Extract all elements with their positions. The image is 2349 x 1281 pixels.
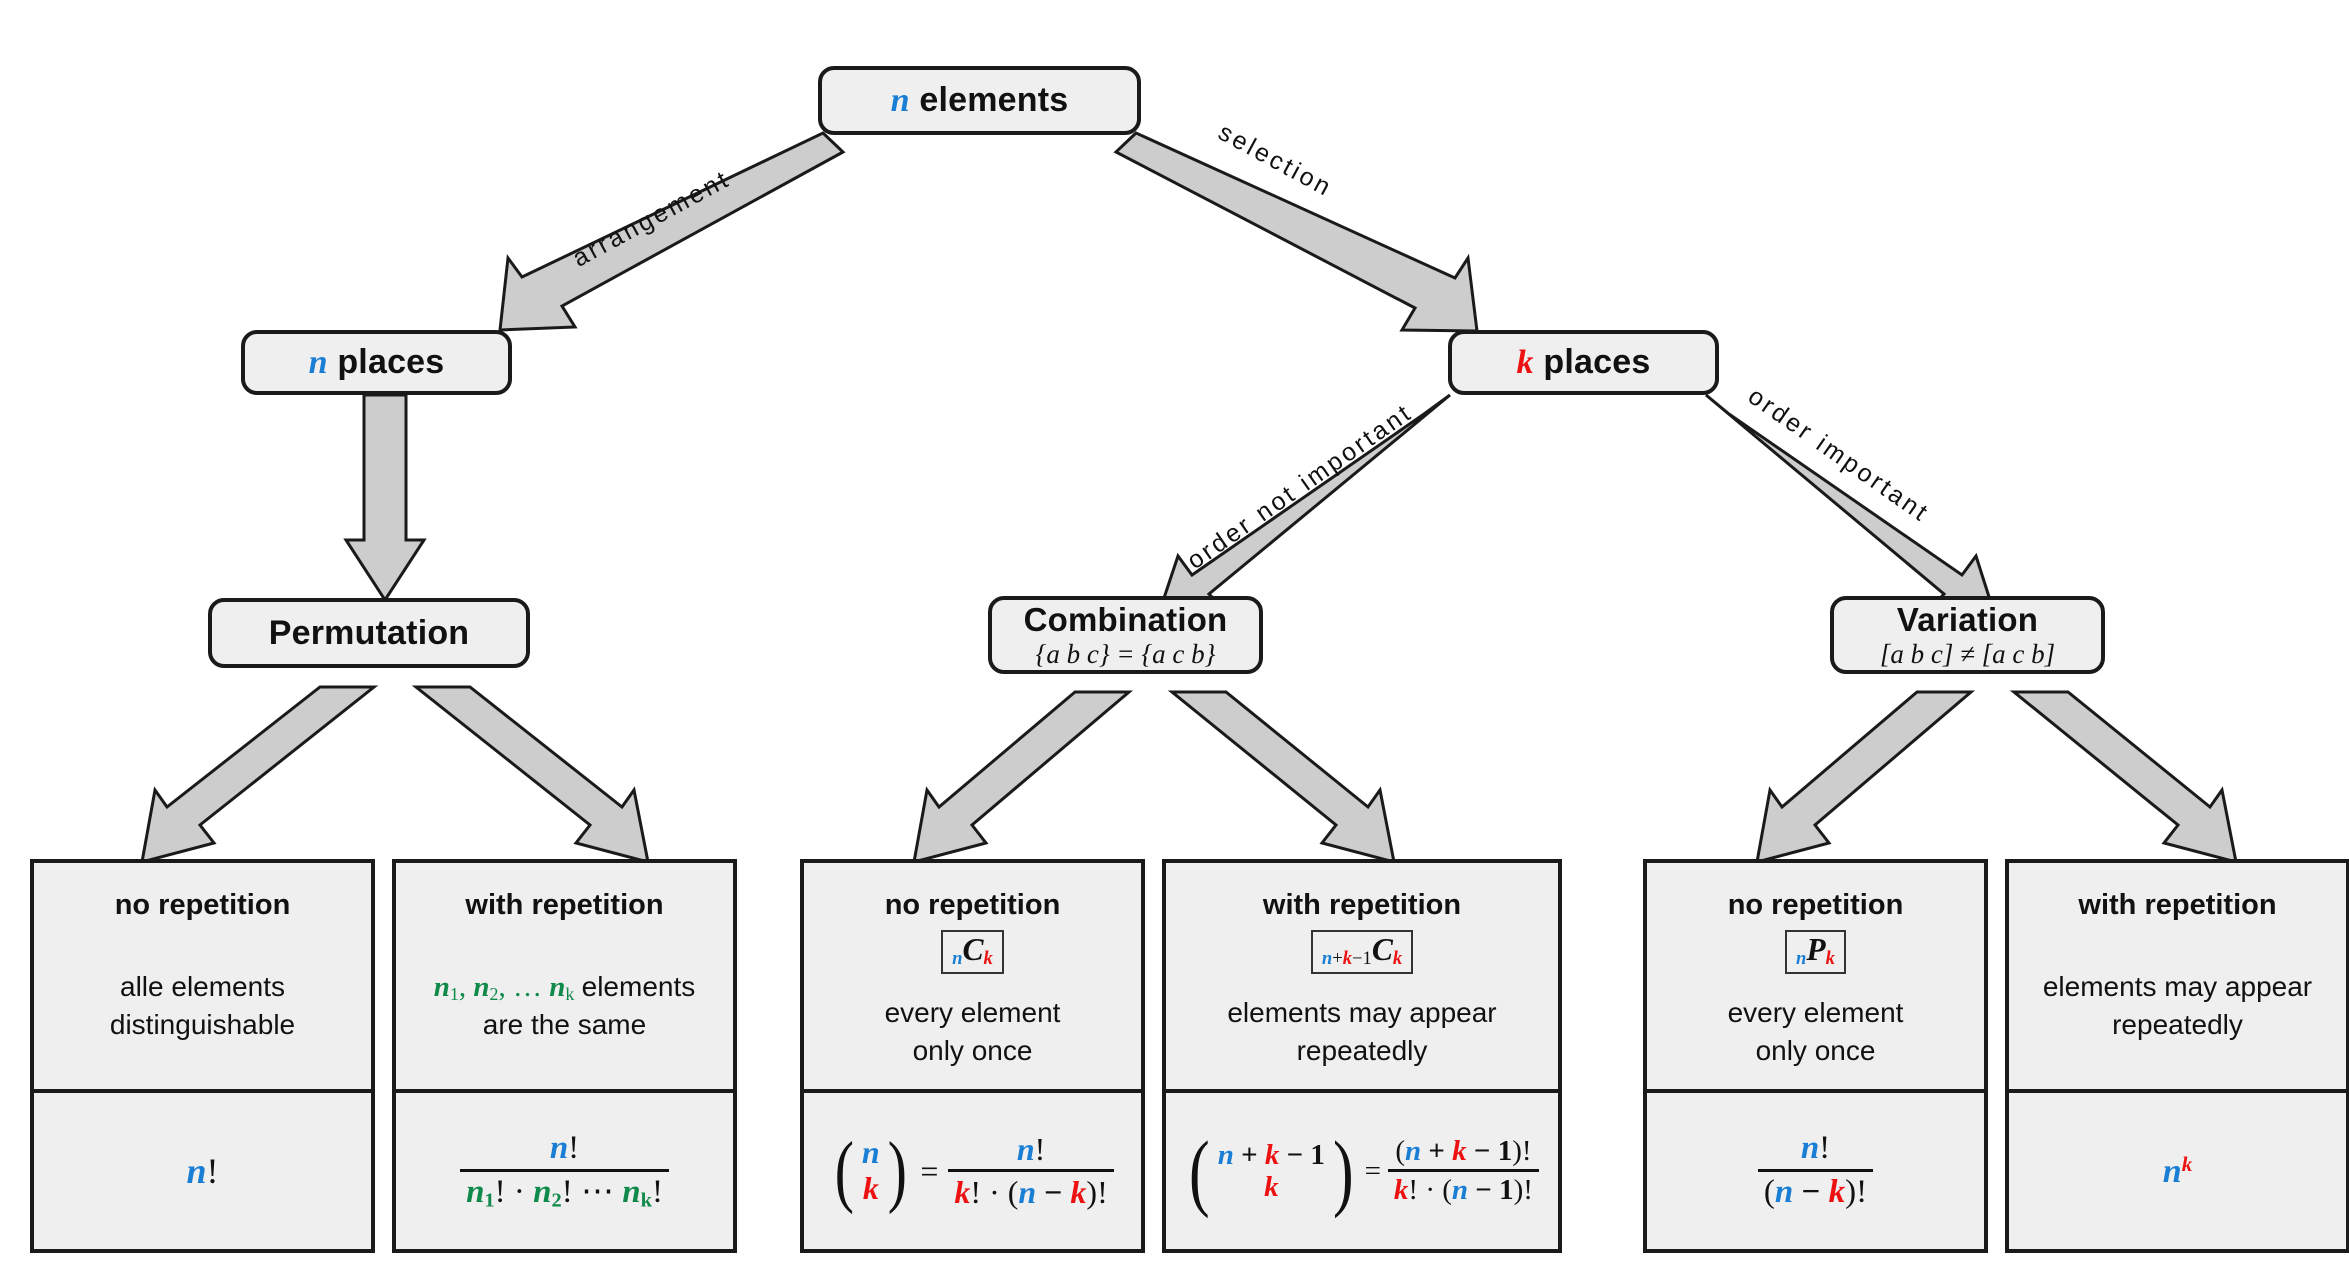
edge-combination-to-with-repetition [1167, 690, 1396, 865]
edge-arrangement [498, 131, 846, 332]
variable-n: n [308, 344, 328, 381]
leaf-formula: n! [34, 1093, 371, 1249]
fraction-denominator: k! · (n − 1)! [1387, 1169, 1539, 1206]
fraction-numerator: n! [549, 1129, 580, 1166]
leaf-top: with repetition n1, n2, … nk elements ar… [396, 863, 733, 1093]
edge-label-order-important: order important [1742, 382, 1935, 528]
fraction-denominator: k! · (n − k)! [948, 1169, 1114, 1210]
node-n-places-text: places [337, 343, 445, 381]
desc-line-1: elements may appear [1227, 997, 1497, 1029]
leaf-box-permutation-with-repetition[interactable]: with repetition n1, n2, … nk elements ar… [392, 859, 737, 1253]
edge-permutation-to-no-repetition [140, 685, 379, 865]
node-k-places-label: k places [1517, 343, 1651, 382]
leaf-formula: n! (n − k)! [1647, 1093, 1984, 1249]
edge-label-selection: selection [1213, 118, 1338, 203]
desc-line-2: only once [1755, 1034, 1876, 1066]
leaf-heading: no repetition [884, 889, 1061, 921]
leaf-heading: with repetition [465, 889, 664, 921]
node-k-places[interactable]: k places [1448, 330, 1719, 395]
factorial-sign: ! [206, 1151, 219, 1191]
edge-combination-to-no-repetition [912, 690, 1134, 865]
desc-line-1: n1, n2, … nk [433, 970, 575, 1004]
leaf-notation: nCk [941, 930, 1004, 975]
leaf-heading: no repetition [114, 889, 291, 921]
binomial-coefficient: ( n + k − 1 k ) [1189, 1123, 1354, 1219]
desc-line-1: elements may appear [2042, 971, 2313, 1003]
leaf-box-variation-with-repetition[interactable]: with repetition elements may appear repe… [2005, 859, 2349, 1253]
leaf-description: every element only once [877, 994, 1069, 1068]
edge-permutation-to-with-repetition [411, 685, 650, 865]
variable-k: k [2181, 1151, 2193, 1176]
node-n-elements-label: n elements [891, 81, 1069, 120]
leaf-notation: n+k−1Ck [1310, 930, 1414, 975]
edge-label-order-not-important: order not important [1182, 398, 1418, 575]
node-permutation-title: Permutation [268, 613, 470, 652]
edge-variation-to-with-repetition [2009, 690, 2238, 865]
leaf-box-combination-no-repetition[interactable]: no repetition nCk every element only onc… [800, 859, 1145, 1253]
notation-nCk: nCk [941, 930, 1004, 975]
edge-variation-to-no-repetition [1755, 690, 1976, 865]
node-variation-subtitle: [a b c] ≠ [a c b] [1879, 638, 2056, 669]
node-k-places-text: places [1543, 343, 1651, 381]
leaf-formula: ( n k ) = n! k! · (n − k)! [804, 1093, 1141, 1249]
node-n-elements[interactable]: n elements [818, 66, 1141, 135]
node-variation[interactable]: Variation [a b c] ≠ [a c b] [1830, 596, 2105, 674]
leaf-top: with repetition elements may appear repe… [2009, 863, 2346, 1093]
leaf-description: every element only once [1720, 994, 1912, 1068]
leaf-formula: nk [2009, 1093, 2346, 1249]
desc-line-2: only once [912, 1034, 1033, 1066]
node-n-elements-text: elements [919, 81, 1069, 119]
leaf-formula: n! n1! · n2! ⋯ nk! [396, 1093, 733, 1249]
equals-sign: = [1364, 1154, 1381, 1187]
edge-n-places-to-permutation [343, 393, 427, 603]
fraction-numerator: (n + k − 1)! [1395, 1134, 1532, 1167]
leaf-heading: no repetition [1727, 889, 1904, 921]
node-combination[interactable]: Combination {a b c} = {a c b} [988, 596, 1263, 674]
desc-line-2: are the same [482, 1009, 647, 1041]
node-permutation[interactable]: Permutation [208, 598, 530, 668]
fraction-numerator: n! [1800, 1130, 1831, 1167]
fraction-denominator: n1! · n2! ⋯ nk! [460, 1168, 669, 1212]
leaf-box-variation-no-repetition[interactable]: no repetition nPk every element only onc… [1643, 859, 1988, 1253]
equals-sign: = [920, 1152, 939, 1189]
desc-line-1: every element [884, 997, 1061, 1029]
leaf-top: no repetition nPk every element only onc… [1647, 863, 1984, 1093]
fraction-denominator: (n − k)! [1757, 1169, 1874, 1211]
leaf-top: no repetition nCk every element only onc… [804, 863, 1141, 1093]
notation-nPk: nPk [1785, 930, 1846, 975]
edge-label-arrangement: arrangement [568, 164, 735, 273]
fraction-numerator: n! [1016, 1131, 1046, 1168]
leaf-description: n1, n2, … nk elements are the same [433, 970, 696, 1041]
notation-nk1Ck: n+k−1Ck [1310, 930, 1414, 975]
node-combination-title: Combination [1023, 601, 1228, 639]
leaf-top: no repetition alle elements distinguisha… [34, 863, 371, 1093]
leaf-description: elements may appear repeatedly [1219, 994, 1504, 1068]
edge-order-important [1705, 393, 2001, 628]
node-variation-title: Variation [1896, 601, 2039, 639]
node-n-places-label: n places [309, 343, 445, 382]
variable-n: n [2162, 1152, 2182, 1190]
leaf-box-permutation-no-repetition[interactable]: no repetition alle elements distinguisha… [30, 859, 375, 1253]
node-combination-subtitle: {a b c} = {a c b} [1035, 638, 1216, 669]
leaf-heading: with repetition [2078, 889, 2277, 921]
power-n-k: nk [2163, 1152, 2192, 1191]
leaf-formula: ( n + k − 1 k ) = (n + k − 1)! k! · (n −… [1166, 1093, 1558, 1249]
leaf-description: alle elements distinguishable [102, 968, 303, 1042]
variable-n: n [890, 82, 910, 119]
leaf-box-combination-with-repetition[interactable]: with repetition n+k−1Ck elements may app… [1162, 859, 1562, 1253]
desc-line-1: alle elements [120, 971, 285, 1003]
leaf-heading: with repetition [1262, 889, 1462, 921]
node-n-places[interactable]: n places [241, 330, 512, 395]
desc-line-2: distinguishable [109, 1008, 296, 1040]
desc-line-2: repeatedly [2112, 1008, 2243, 1040]
desc-line-1: every element [1727, 997, 1904, 1029]
variable-k: k [1516, 344, 1534, 381]
leaf-notation: nPk [1785, 930, 1846, 975]
leaf-description: elements may appear repeatedly [2035, 968, 2320, 1042]
desc-line-2: repeatedly [1296, 1034, 1428, 1066]
leaf-top: with repetition n+k−1Ck elements may app… [1166, 863, 1558, 1093]
binomial-coefficient: ( n k ) [835, 1126, 907, 1215]
variable-n: n [186, 1151, 207, 1191]
